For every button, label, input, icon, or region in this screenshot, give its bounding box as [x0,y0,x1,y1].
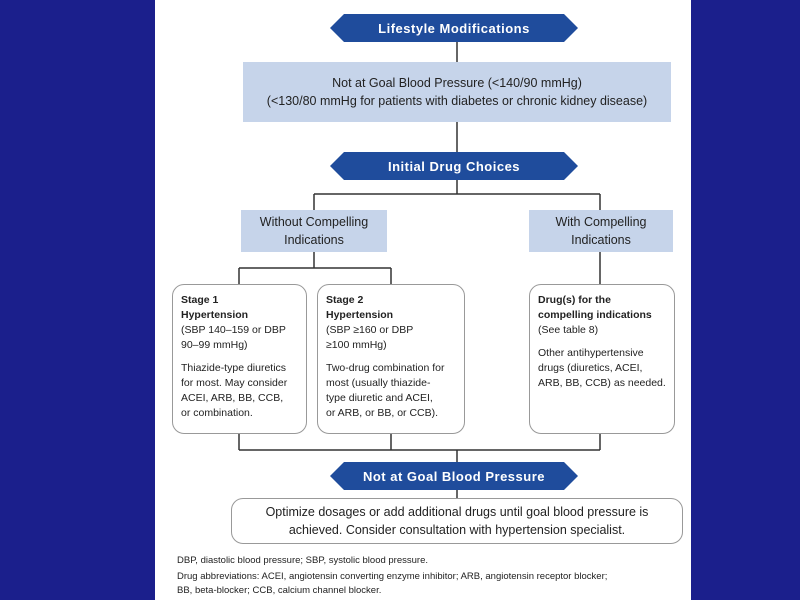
with-compelling-box: With Compelling Indications [529,210,673,252]
lifestyle-modifications-banner: Lifestyle Modifications [330,14,578,42]
stage2-range2: ≥100 mmHg) [326,339,387,351]
footnote-drug-abbreviations: Drug abbreviations: ACEI, angiotensin co… [177,571,608,582]
stage2-title1: Stage 2 [326,294,364,306]
stage1-range2: 90–99 mmHg) [181,339,248,351]
stage1-range1: (SBP 140–159 or DBP [181,324,286,336]
stage1-text: ACEI, ARB, BB, CCB, [181,392,284,404]
banner-label: Not at Goal Blood Pressure [362,468,546,484]
stage1-text: or combination. [181,407,253,419]
compelling-text: drugs (diuretics, ACEI, [538,362,643,374]
without-compelling-line2: Indications [284,233,344,247]
stage2-text: most (usually thiazide- [326,377,431,389]
stage2-box: Stage 2 Hypertension (SBP ≥160 or DBP ≥1… [317,284,465,434]
footnote-drug-abbreviations-cont: BB, beta-blocker; CCB, calcium channel b… [177,585,382,596]
without-compelling-line1: Without Compelling [259,215,369,229]
stage1-title2: Hypertension [181,309,249,321]
stage2-title2: Hypertension [326,309,394,321]
not-at-goal-banner: Not at Goal Blood Pressure [330,462,578,490]
compelling-text: ARB, BB, CCB) as needed. [538,377,666,389]
without-compelling-box: Without Compelling Indications [241,210,387,252]
optimize-line1: Optimize dosages or add additional drugs… [265,505,649,519]
stage1-text: Thiazide-type diuretics [181,362,287,374]
compelling-text: Other antihypertensive [538,347,644,359]
compelling-title1: Drug(s) for the [538,294,611,306]
stage1-text: for most. May consider [181,377,288,389]
stage2-text: or ARB, or BB, or CCB). [326,407,439,419]
optimize-dosages-box: Optimize dosages or add additional drugs… [231,498,683,544]
goal-bp-line2: (<130/80 mmHg for patients with diabetes… [266,94,648,108]
optimize-line2: achieved. Consider consultation with hyp… [288,523,626,537]
compelling-ref: (See table 8) [538,324,599,336]
stage2-text: type diuretic and ACEI, [326,392,433,404]
compelling-title2: compelling indications [538,309,652,321]
banner-label: Initial Drug Choices [387,158,521,174]
footnote-abbreviations: DBP, diastolic blood pressure; SBP, syst… [177,555,429,566]
compelling-indications-box: Drug(s) for the compelling indications (… [529,284,675,434]
stage1-box: Stage 1 Hypertension (SBP 140–159 or DBP… [172,284,307,434]
with-compelling-line2: Indications [571,233,631,247]
stage2-range1: (SBP ≥160 or DBP [326,324,414,336]
goal-bp-line1: Not at Goal Blood Pressure (<140/90 mmHg… [332,76,582,90]
initial-drug-choices-banner: Initial Drug Choices [330,152,578,180]
flowchart-page: Lifestyle Modifications Not at Goal Bloo… [155,0,691,600]
goal-bp-box: Not at Goal Blood Pressure (<140/90 mmHg… [243,62,671,122]
stage2-text: Two-drug combination for [326,362,445,374]
connector-lines [238,42,601,498]
banner-label: Lifestyle Modifications [378,20,530,36]
stage1-title1: Stage 1 [181,294,219,306]
with-compelling-line1: With Compelling [555,215,647,229]
